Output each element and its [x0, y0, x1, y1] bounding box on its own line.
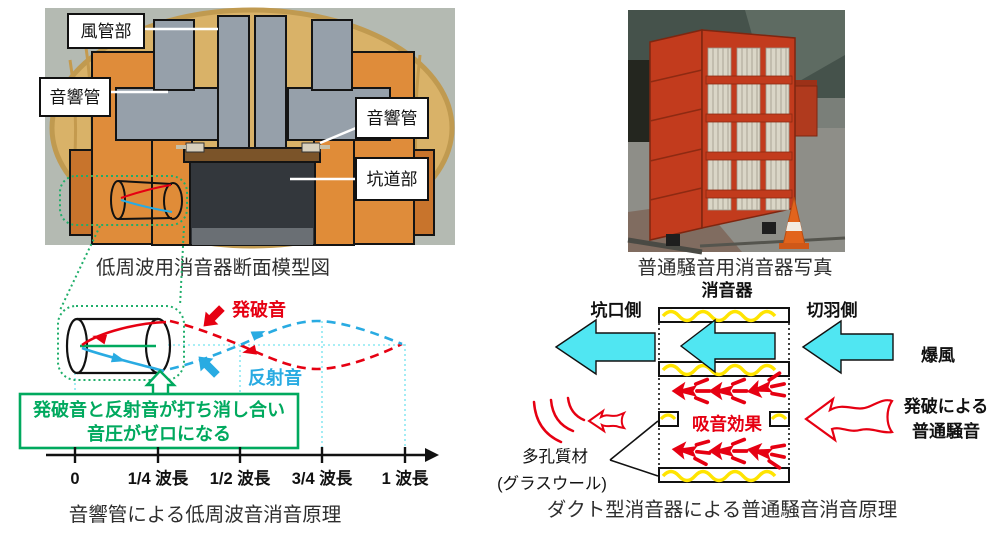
caster-wheel — [666, 234, 680, 246]
tube-end — [110, 180, 126, 220]
wavelength-axis: 0 1/4 波長 1/2 波長 3/4 波長 1 波長 — [46, 447, 439, 488]
porous-layers — [658, 307, 790, 483]
metal-clamp — [185, 142, 205, 153]
acoustic-tube — [65, 317, 172, 375]
airflow-arrow-out — [554, 318, 656, 376]
reflected-sound-label: 反射音 — [248, 367, 302, 388]
reflected-inside-arrowhead — [110, 352, 128, 366]
noise-arrow — [742, 370, 789, 405]
blast-noise-line2: 普通騒音 — [912, 421, 980, 441]
note-pointer-arrow — [144, 369, 177, 396]
reflected-wave-arrowhead — [250, 326, 268, 341]
tick-1-4: 1/4 波長 — [128, 468, 189, 488]
blast-wave-mini — [120, 184, 172, 199]
left-diagram-caption: 音響管による低周波音消音原理 — [69, 504, 341, 526]
tube-end — [163, 182, 183, 220]
glasswool-wave — [661, 469, 777, 483]
tick-1-2: 1/2 波長 — [210, 468, 271, 488]
blast-noise-line1: 発破による — [903, 396, 989, 416]
zoom-connector — [59, 225, 101, 311]
aux-box-lid — [777, 80, 817, 88]
tick-0: 0 — [70, 470, 79, 488]
right-photo-caption: 普通騒音用消音器写真 — [637, 257, 832, 279]
cone-band — [786, 222, 802, 231]
metal-pin — [176, 145, 186, 149]
duct-block — [254, 15, 287, 149]
silencer-title: 消音器 — [702, 280, 754, 300]
leader-line — [319, 126, 357, 145]
noise-arrow — [669, 377, 712, 405]
duct-block — [153, 19, 195, 91]
face-side-label: 切羽側 — [807, 300, 858, 320]
blast-wind-label: 爆風 — [921, 346, 955, 365]
cone-base — [779, 243, 809, 249]
absorption-label: 吸音効果 — [692, 414, 762, 434]
quarter-wave-diagram: 発破音 反射音 発破音と反射音が打ち消し合い 音圧がゼロになる 0 1/4 波長… — [18, 225, 439, 526]
reflected-wave-dashed — [169, 319, 403, 371]
porous-label-line1: 多孔質材 — [522, 447, 588, 466]
silencer-photo: 普通騒音用消音器写真 — [627, 10, 846, 279]
label-box-acoustic-right — [355, 97, 429, 139]
label-tunnel: 坑道部 — [367, 170, 418, 189]
blast-wave-inside — [81, 320, 167, 347]
attenuated-noise-arcs — [532, 396, 586, 444]
duct-block — [115, 87, 219, 141]
label-acoustic-tube-left: 音響管 — [50, 88, 101, 107]
blast-wave-dashed — [169, 319, 403, 371]
attenuated-noise-arrow — [587, 408, 627, 434]
label-wind-duct: 風管部 — [81, 22, 132, 41]
tick-3-4: 3/4 波長 — [292, 468, 353, 488]
wood-block — [69, 149, 93, 236]
ordinary-noise-arrow — [804, 396, 894, 443]
tunnel-floor — [192, 228, 313, 245]
side-panel-seams — [649, 69, 703, 201]
blast-sound-label: 発破音 — [231, 299, 286, 320]
wood-block — [351, 51, 415, 245]
metal-clamp — [301, 142, 321, 153]
airflow-arrow-in — [801, 319, 894, 375]
left-photo-caption: 低周波用消音器断面模型図 — [96, 257, 330, 279]
rail — [627, 237, 703, 255]
portal-side-label: 坑口側 — [591, 300, 642, 320]
noise-arrow — [742, 436, 789, 471]
duct-silencer-diagram: 消音器 坑口側 切羽側 爆風 — [497, 280, 988, 521]
photo-callouts: 風管部 音響管 音響管 坑道部 — [39, 13, 429, 201]
tube-dotted-outline — [57, 305, 185, 381]
tick-1: 1 波長 — [382, 468, 429, 488]
label-box-wind-duct — [67, 13, 145, 49]
note-box — [18, 392, 300, 450]
note-line2: 音圧がゼロになる — [87, 423, 231, 444]
zoom-region-outline — [59, 175, 188, 226]
noise-arrow — [668, 435, 713, 467]
metal-pin — [320, 145, 330, 149]
note-line1: 発破音と反射音が打ち消し合い — [32, 399, 285, 420]
glasswool-wave — [659, 413, 677, 421]
label-box-tunnel — [355, 157, 429, 201]
porous-leader-lines — [609, 420, 659, 477]
noise-arrow — [706, 377, 749, 405]
duct-block — [311, 19, 353, 91]
rail — [699, 236, 846, 248]
axis-arrowhead — [425, 448, 439, 462]
porous-label-line2: (グラスウール) — [497, 474, 607, 493]
duct-block — [217, 15, 250, 149]
right-diagram-caption: ダクト型消音器による普通騒音消音原理 — [547, 499, 897, 521]
glasswool-wave — [661, 363, 777, 377]
silencer-side-face — [649, 29, 703, 241]
slat-columns — [705, 47, 793, 211]
model-photo: 風管部 音響管 音響管 坑道部 低周波用消音器断面模型図 — [39, 7, 455, 279]
caster-wheel — [762, 222, 776, 234]
zoom-connector — [179, 225, 185, 307]
label-acoustic-tube-right: 音響管 — [367, 109, 418, 128]
airflow-arrow-duct — [679, 318, 776, 374]
glasswool-wave — [661, 309, 777, 323]
blast-label-arrow — [197, 301, 229, 333]
noise-arrow — [706, 437, 749, 465]
photo-tube-sketch — [110, 180, 183, 220]
airflow-arrows — [554, 318, 894, 376]
reflect-wave-mini — [120, 199, 173, 213]
label-box-acoustic-left — [39, 77, 111, 117]
glasswool-wave — [770, 413, 788, 421]
